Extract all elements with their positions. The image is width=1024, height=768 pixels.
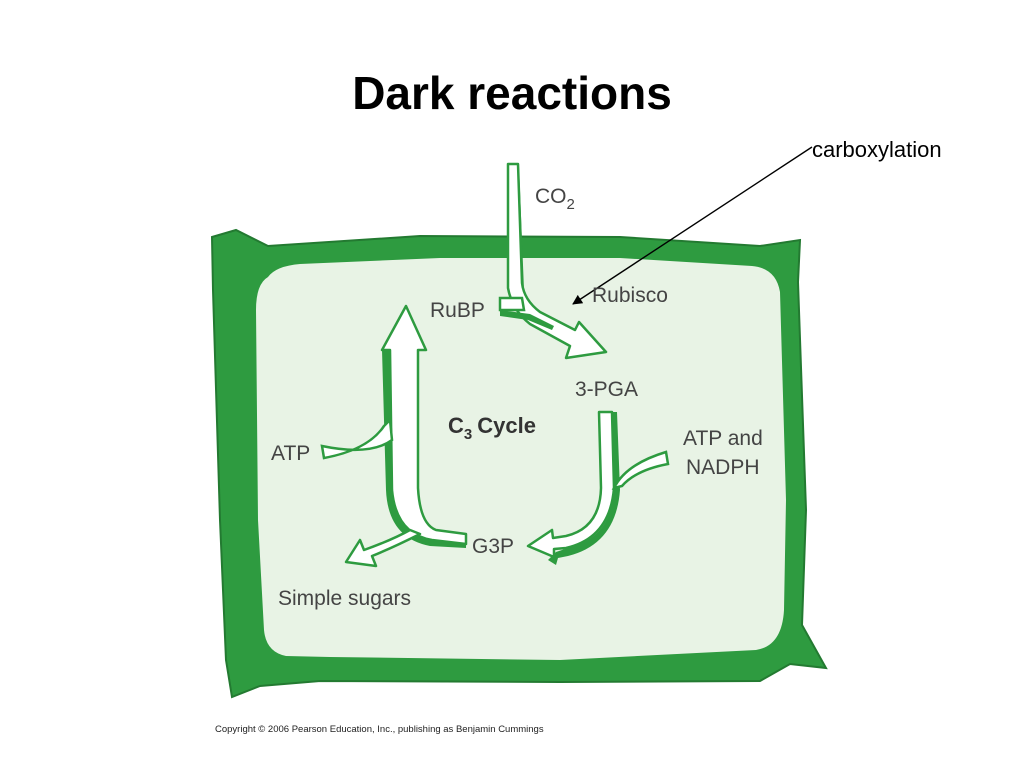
pga-label: 3-PGA: [575, 378, 638, 401]
copyright-notice: Copyright © 2006 Pearson Education, Inc.…: [215, 724, 544, 735]
sugars-label: Simple sugars: [278, 587, 411, 610]
atp-nadph-label-line1: ATP and: [683, 427, 763, 450]
atp-nadph-label-line2: NADPH: [686, 456, 760, 479]
annotation-arrow: [572, 146, 813, 305]
g3p-label: G3P: [472, 535, 514, 558]
regeneration-arrow: [320, 304, 468, 568]
co2-fixation-arrow: [498, 162, 608, 360]
rubisco-label: Rubisco: [592, 284, 668, 307]
atp-label: ATP: [271, 442, 310, 465]
co2-label: CO2: [535, 185, 575, 213]
reduction-arrow: [526, 410, 670, 565]
carboxylation-label: carboxylation: [812, 137, 942, 162]
slide-title: Dark reactions: [352, 67, 672, 119]
rubp-label: RuBP: [430, 299, 485, 322]
